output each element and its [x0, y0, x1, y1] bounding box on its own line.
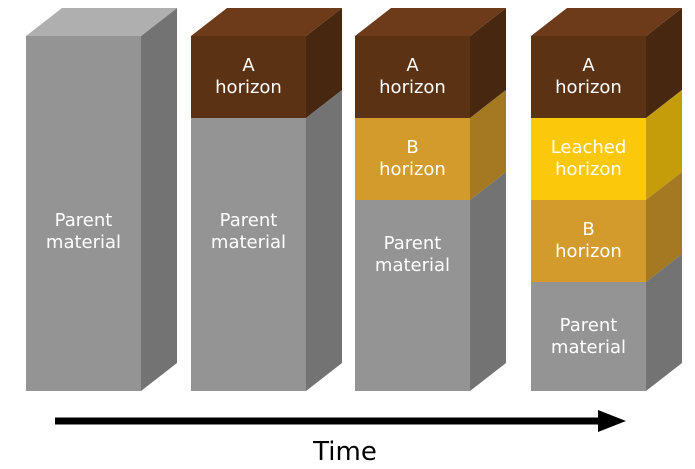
column-4-leached-side [646, 90, 682, 200]
soil-column-2 [191, 8, 342, 391]
column-4-parent-front [531, 282, 646, 391]
column-2-a-horizon-top [191, 8, 342, 36]
column-1-parent-front [26, 36, 141, 391]
column-4-leached-front [531, 118, 646, 200]
column-3-a-horizon-top [355, 8, 506, 36]
column-1-parent-top [26, 8, 177, 36]
column-2-a-horizon-side [306, 8, 342, 118]
time-arrow [55, 410, 626, 432]
column-1-parent-label: Parent material [45, 210, 122, 253]
column-4-a-horizon-side [646, 8, 682, 118]
column-3-b-horizon-front [355, 118, 470, 200]
column-4-b-horizon-side [646, 172, 682, 282]
column-2-a-horizon-label: A horizon [215, 55, 282, 98]
column-2-parent-side [306, 90, 342, 391]
column-3-a-horizon-front [355, 36, 470, 118]
column-4-a-horizon-label: A horizon [555, 55, 622, 98]
column-4-leached-label: Leached horizon [550, 137, 627, 180]
soil-column-4 [531, 8, 682, 391]
column-4-a-horizon-front [531, 36, 646, 118]
column-2-parent-front [191, 118, 306, 391]
column-2-parent-label: Parent material [210, 210, 287, 253]
time-axis-label: Time [313, 437, 377, 467]
column-3-a-horizon-side [470, 8, 506, 118]
column-1-parent-side [141, 8, 177, 391]
column-4-parent-label: Parent material [550, 314, 627, 358]
soil-column-3 [355, 8, 506, 391]
column-3-parent-label: Parent material [374, 233, 451, 276]
column-4-a-horizon-top [531, 8, 682, 36]
column-4-b-horizon-front [531, 200, 646, 282]
column-2-a-horizon-front [191, 36, 306, 118]
column-3-a-horizon-label: A horizon [379, 55, 446, 98]
column-3-parent-front [355, 200, 470, 391]
column-4-b-horizon-label: B horizon [555, 219, 622, 262]
columns-layer [26, 8, 682, 391]
soil-column-1 [26, 8, 177, 391]
column-4-parent-side [646, 254, 682, 391]
column-3-b-horizon-side [470, 90, 506, 200]
column-3-b-horizon-label: B horizon [379, 137, 446, 180]
column-3-parent-side [470, 172, 506, 391]
